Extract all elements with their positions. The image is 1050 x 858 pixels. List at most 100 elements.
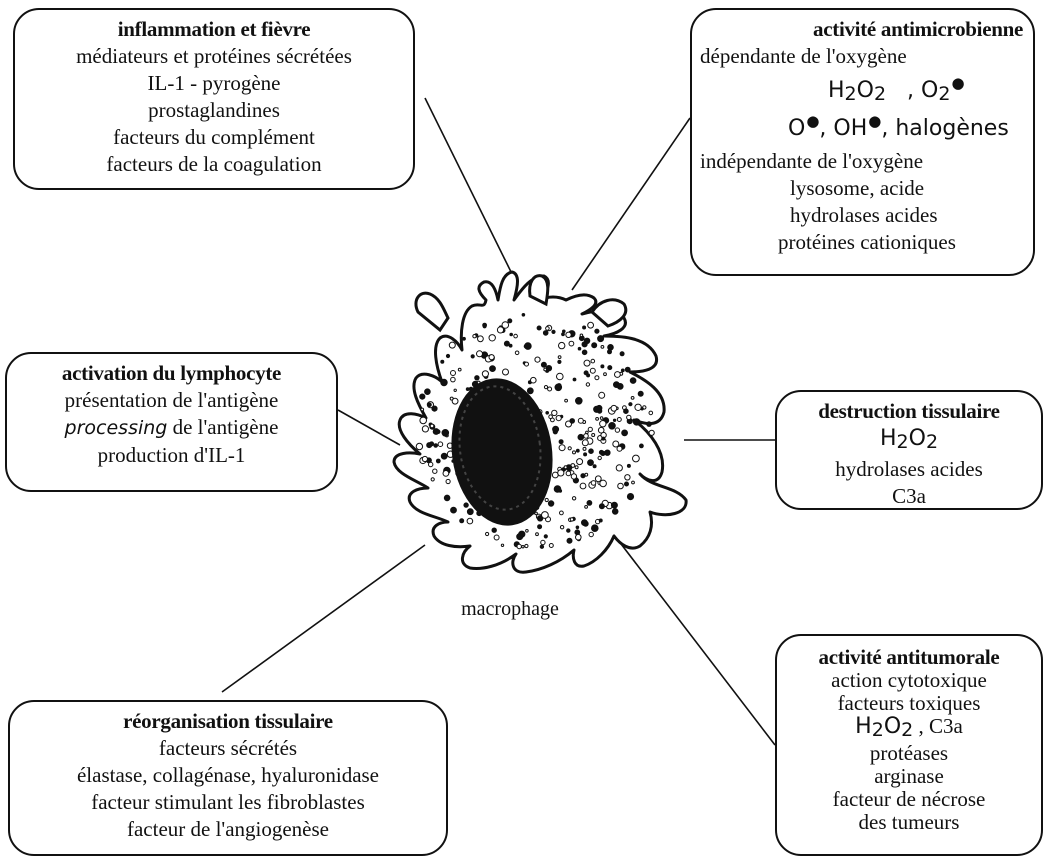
granule — [445, 353, 451, 359]
granule — [580, 473, 586, 479]
granule — [608, 422, 616, 430]
inflammation-line: médiateurs et protéines sécrétées — [76, 44, 352, 68]
granule — [624, 481, 629, 487]
granule — [514, 350, 520, 356]
granule — [500, 543, 505, 547]
granule — [621, 429, 628, 437]
granule — [535, 532, 539, 537]
granule — [536, 515, 544, 522]
reorganisation-line: facteur stimulant les fibroblastes — [91, 790, 365, 814]
granule — [581, 439, 589, 447]
granule — [530, 376, 537, 384]
lymphocyte-line: présentation de l'antigène — [64, 388, 279, 412]
granule — [561, 332, 565, 337]
granule — [508, 343, 513, 348]
granule — [437, 441, 444, 448]
granule — [616, 445, 623, 452]
inflammation-line: facteurs du complément — [113, 125, 315, 149]
tissue-destruction-line: C3a — [892, 484, 926, 508]
granule — [565, 331, 572, 338]
granule — [559, 510, 564, 516]
granule — [524, 361, 529, 367]
formula-radicals: O●, OH●, halogènes — [788, 112, 1009, 141]
antitumor-line: arginase — [874, 764, 944, 788]
granule — [558, 341, 566, 350]
granule — [516, 543, 522, 550]
granule — [597, 335, 605, 343]
granule — [575, 397, 583, 405]
granule — [474, 375, 480, 381]
macrophage-caption: macrophage — [461, 598, 559, 620]
granule — [451, 397, 459, 405]
granule — [496, 326, 505, 334]
connector-lymphocyte — [337, 409, 401, 446]
inflammation-line: facteurs de la coagulation — [106, 152, 322, 176]
granule — [616, 383, 624, 390]
reorganisation-box: réorganisation tissulaire facteurs sécré… — [8, 700, 448, 856]
granule — [586, 373, 591, 378]
formula-peroxide-superoxide: H2O2 , O2● — [828, 74, 965, 105]
granule — [597, 455, 602, 461]
granule — [648, 410, 654, 416]
granule — [547, 500, 555, 507]
reorganisation-title: réorganisation tissulaire — [123, 709, 333, 733]
granule — [594, 375, 600, 381]
granule — [579, 482, 587, 490]
granule — [577, 346, 582, 351]
granule — [419, 416, 428, 425]
granule — [610, 501, 618, 509]
granule — [591, 433, 596, 437]
granule — [463, 502, 469, 508]
granule — [524, 342, 532, 350]
granule — [587, 459, 594, 467]
granule — [628, 402, 633, 407]
granule — [568, 340, 575, 347]
granule — [534, 356, 541, 363]
tissue-destruction-line: hydrolases acides — [835, 457, 983, 481]
granule — [551, 409, 558, 417]
granule — [440, 359, 445, 364]
granule — [450, 376, 456, 383]
granule — [547, 386, 553, 392]
granule — [429, 423, 435, 429]
lymphocyte-box: activation du lymphocyte présentation de… — [5, 352, 338, 492]
granule — [637, 390, 644, 397]
inflammation-title: inflammation et fièvre — [117, 17, 311, 41]
connector-reorganisation — [221, 544, 426, 693]
connector-antitumor — [617, 539, 776, 746]
granule — [470, 354, 475, 359]
granule — [420, 407, 425, 412]
granule — [624, 474, 631, 481]
granule — [415, 442, 424, 451]
antitumor-formula: H2O2 , C3a — [855, 714, 963, 742]
granule — [582, 446, 587, 451]
granule — [516, 533, 524, 541]
tissue-destruction-title: destruction tissulaire — [818, 399, 1000, 423]
granule — [543, 367, 548, 372]
granule — [462, 336, 466, 341]
granule — [503, 340, 510, 347]
granule — [615, 464, 623, 472]
granule — [570, 473, 578, 480]
granule — [544, 497, 549, 503]
processing-italic: processing — [64, 417, 168, 439]
granule — [607, 365, 613, 371]
granule — [577, 417, 584, 424]
granule — [626, 463, 631, 468]
granule — [646, 421, 652, 427]
granule — [433, 443, 439, 448]
granule — [442, 470, 450, 477]
granule — [557, 355, 562, 360]
granule — [491, 527, 497, 533]
granule — [543, 385, 549, 390]
antitumor-title: activité antitumorale — [818, 645, 1000, 669]
tissue-destruction-formula: H2O2 — [879, 426, 939, 453]
granule — [419, 393, 426, 400]
granule — [543, 534, 548, 539]
granule — [575, 448, 580, 453]
granule — [548, 543, 554, 548]
granule — [612, 418, 617, 422]
lymphocyte-line: processing de l'antigène — [15, 414, 328, 442]
granule — [556, 372, 564, 381]
